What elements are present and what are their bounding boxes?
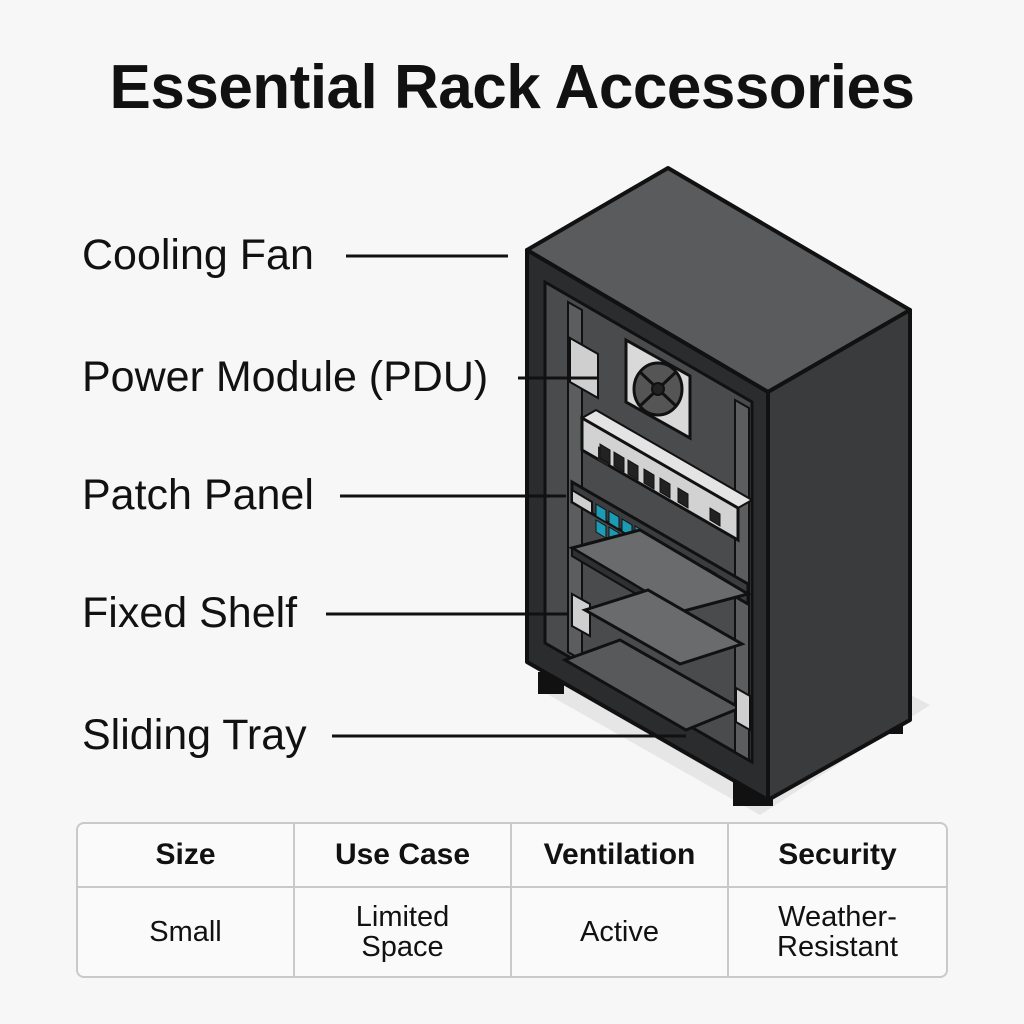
callout-label-patch-panel: Patch Panel (82, 471, 314, 519)
cell-text: Weather-Resistant (777, 900, 898, 963)
pdu-bracket (569, 336, 599, 400)
lower-shelf (581, 588, 746, 666)
column-header-use-case: Use Case (295, 824, 512, 888)
column-header-security: Security (729, 824, 946, 888)
column-header-ventilation: Ventilation (512, 824, 729, 888)
rack-side-panel (766, 308, 912, 802)
callout-label-sliding-tray: Sliding Tray (82, 711, 307, 759)
callout-label-cooling-fan: Cooling Fan (82, 231, 314, 279)
server-rack-illustration (326, 166, 930, 815)
table-cell-security: Weather-Resistant (729, 888, 946, 976)
cell-text: Limited Space (355, 900, 450, 963)
page-title: Essential Rack Accessories (109, 53, 916, 122)
cell-text: Active (580, 915, 659, 948)
callout-label-fixed-shelf: Fixed Shelf (82, 589, 298, 637)
spec-table: Size Use Case Ventilation Security Small… (76, 822, 948, 978)
sliding-tray (561, 638, 751, 732)
table-cell-size: Small (78, 888, 295, 976)
cooling-fan (624, 337, 692, 441)
cell-text: Small (149, 915, 222, 948)
table-header-row: Size Use Case Ventilation Security (78, 824, 946, 888)
table-cell-use-case: Limited Space (295, 888, 512, 976)
callout-label-power-module: Power Module (PDU) (82, 353, 489, 401)
table-row: Small Limited Space Active Weather-Resis… (78, 888, 946, 976)
column-header-size: Size (78, 824, 295, 888)
power-module-pdu (579, 408, 755, 543)
table-cell-ventilation: Active (512, 888, 729, 976)
